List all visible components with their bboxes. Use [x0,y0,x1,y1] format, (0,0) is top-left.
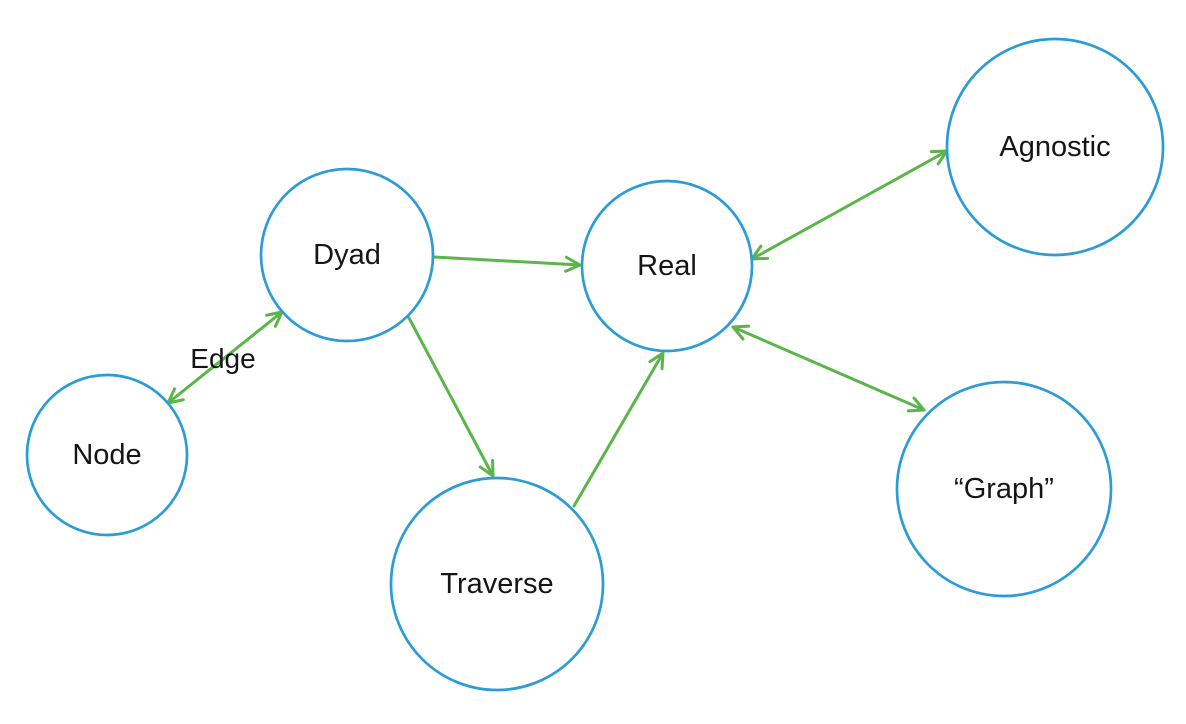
node-circle-agnostic [945,37,1165,257]
edge-connector-traverse-real [572,351,665,508]
node-circle-dyad [259,167,435,343]
edge-connector-node-dyad [166,310,284,405]
node-label-node: Node [72,439,141,471]
node-circle-graph [895,380,1113,598]
edge-connector-real-agnostic [750,149,949,261]
node-label-real: Real [637,250,697,282]
node-circle-traverse [389,476,605,692]
edge-connector-real-graph [731,324,926,413]
node-circle-real [580,179,754,353]
node-label-traverse: Traverse [440,568,553,600]
node-label-dyad: Dyad [313,239,381,271]
edge-connector-dyad-traverse [407,316,495,478]
edge-label-node-dyad: Edge [190,343,255,374]
node-circle-node [25,373,189,537]
node-label-graph: “Graph” [954,473,1054,505]
node-label-agnostic: Agnostic [999,131,1110,163]
edge-connector-dyad-real [432,255,582,273]
